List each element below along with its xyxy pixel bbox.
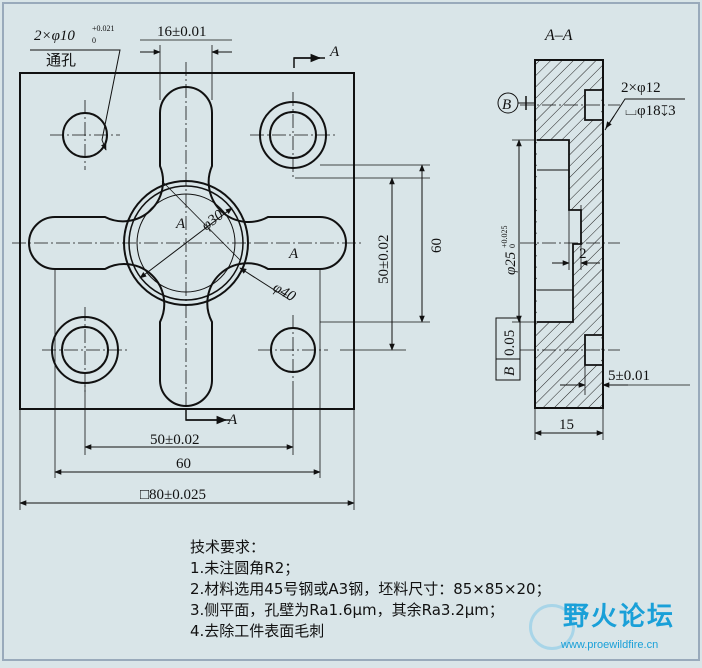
dim-overall: □80±0.025 bbox=[140, 487, 206, 503]
dim-flatness-datum: B bbox=[502, 367, 518, 376]
dim-slot-width: 16±0.01 bbox=[157, 24, 206, 40]
dim-center-span-h: 50±0.02 bbox=[150, 432, 199, 448]
requirement-item-2: 2.材料选用45号钢或A3钢，坯料尺寸：85×85×20； bbox=[190, 580, 551, 598]
counterbore-callout-top: 2×φ12 bbox=[621, 80, 661, 96]
dim-outer-circle: φ40 bbox=[270, 280, 299, 306]
datum-b-label: B bbox=[502, 97, 511, 113]
dim-flatness: 0.05 bbox=[502, 330, 518, 356]
section-arrow-top bbox=[293, 57, 325, 68]
section-label-bottom: A bbox=[227, 412, 238, 428]
section-label-top: A bbox=[329, 44, 340, 60]
plan-view bbox=[12, 39, 430, 510]
dim-center-span-v: 50±0.02 bbox=[376, 235, 392, 284]
dim-bore-sup: +0.025 bbox=[500, 225, 509, 248]
requirements-title: 技术要求： bbox=[190, 538, 266, 556]
section-view bbox=[495, 59, 690, 440]
requirement-item-4: 4.去除工件表面毛刺 bbox=[190, 622, 325, 640]
technical-requirements: 技术要求： 1.未注圆角R2； 2.材料选用45号钢或A3钢，坯料尺寸：85×8… bbox=[190, 537, 610, 642]
dim-bore: φ25 bbox=[503, 251, 519, 275]
section-arrow-bottom bbox=[185, 410, 230, 421]
dim-thickness: 15 bbox=[559, 417, 574, 433]
requirement-item-1: 1.未注圆角R2； bbox=[190, 559, 300, 577]
dim-bore-sub: 0 bbox=[508, 244, 517, 248]
label-a-center: A bbox=[175, 216, 186, 232]
hole-callout-top: 2×φ10 bbox=[34, 28, 75, 44]
label-a-right: A bbox=[288, 246, 299, 262]
hole-callout-through: 通孔 bbox=[46, 51, 76, 69]
counterbore-callout-bottom: ⌴φ18↧3 bbox=[625, 103, 676, 119]
center-lines bbox=[12, 62, 362, 420]
hole-callout-leader bbox=[30, 49, 121, 141]
dim-height-60: 60 bbox=[429, 238, 445, 253]
hole-callout-sub: 0 bbox=[92, 36, 96, 45]
requirement-item-3: 3.侧平面，孔壁为Ra1.6μm，其余Ra3.2μm； bbox=[190, 601, 504, 619]
watermark-title: 野火论坛 bbox=[563, 602, 676, 632]
phi40-leader bbox=[239, 267, 291, 301]
hole-callout-sup: +0.021 bbox=[92, 24, 115, 33]
forum-logo-icon bbox=[529, 604, 575, 650]
dim-step: 2 bbox=[579, 246, 587, 262]
forum-watermark: 野火论坛 www.proewildfire.cn bbox=[529, 596, 698, 660]
watermark-url: www.proewildfire.cn bbox=[561, 639, 659, 651]
section-diagonal bbox=[161, 180, 241, 261]
dim-depth: 5±0.01 bbox=[608, 368, 650, 384]
section-title: A–A bbox=[544, 27, 573, 44]
cross-pocket-outline bbox=[28, 86, 347, 407]
dim-width-60: 60 bbox=[176, 456, 191, 472]
phi30-leader bbox=[139, 207, 233, 279]
flatness-frame bbox=[495, 317, 521, 381]
outer-square-outline bbox=[19, 72, 355, 410]
